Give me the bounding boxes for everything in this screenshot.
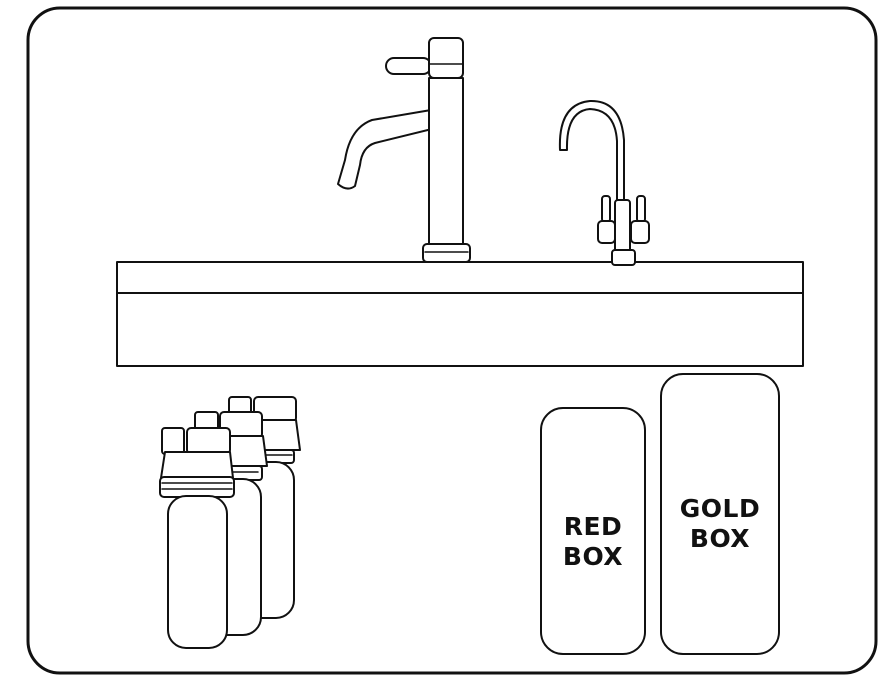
gold-box-label-line2: BOX [661,524,779,554]
gold-box-label: GOLD BOX [661,494,779,554]
filter-cartridges-icon [160,397,300,648]
cartridge-front [160,428,234,648]
red-box-label-line2: BOX [541,542,645,572]
red-box-label-line1: RED [541,512,645,542]
red-box-label: RED BOX [541,512,645,572]
countertop [117,262,803,366]
gold-box-label-line1: GOLD [661,494,779,524]
